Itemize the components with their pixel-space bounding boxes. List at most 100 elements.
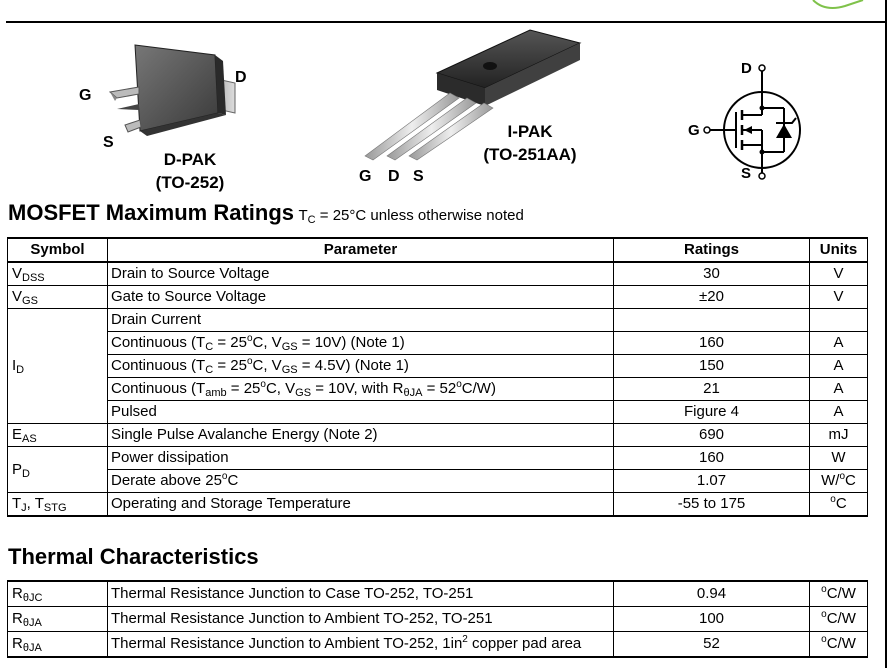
unit-sup: o bbox=[821, 609, 827, 620]
unit-cell: mJ bbox=[809, 423, 868, 447]
ratings-condition: TC = 25°C unless otherwise noted bbox=[298, 207, 524, 226]
symbol-rthja-pad: RθJA bbox=[7, 631, 108, 658]
unit-text-post: C bbox=[845, 472, 856, 489]
unit-cell: oC/W bbox=[809, 631, 868, 658]
dpak-pin-d-label: D bbox=[235, 69, 247, 86]
value-cell bbox=[613, 308, 810, 332]
value-cell: 690 bbox=[613, 423, 810, 447]
thermal-table: RθJC Thermal Resistance Junction to Case… bbox=[7, 580, 868, 658]
unit-cell: A bbox=[809, 377, 868, 401]
table-row: VGS Gate to Source Voltage ±20 V bbox=[7, 285, 868, 309]
dpak-pin-s-label: S bbox=[103, 134, 114, 151]
unit-cell: V bbox=[809, 285, 868, 309]
value-cell: Figure 4 bbox=[613, 400, 810, 424]
param-text-post: C bbox=[227, 472, 239, 489]
symbol-rthja: RθJA bbox=[7, 606, 108, 632]
table-row: RθJC Thermal Resistance Junction to Case… bbox=[7, 580, 868, 607]
header-ratings: Ratings bbox=[613, 237, 810, 263]
symbol-pin-d-label: D bbox=[741, 60, 752, 77]
sym-sub: GS bbox=[22, 295, 38, 307]
symbol-pin-g-label: G bbox=[688, 122, 700, 139]
unit-sup: o bbox=[821, 634, 827, 645]
dpak-code-text: (TO-252) bbox=[155, 173, 225, 192]
unit-text: W/ bbox=[821, 472, 840, 489]
sym-sub: D bbox=[16, 364, 25, 376]
value-cell: 30 bbox=[613, 261, 810, 286]
ipak-pin-g-label: G bbox=[359, 168, 372, 185]
param-cell: Gate to Source Voltage bbox=[107, 285, 614, 309]
param-cell: Continuous (Tamb = 25oC, VGS = 10V, with… bbox=[107, 377, 614, 401]
dpak-pin-g-label: G bbox=[79, 87, 92, 104]
condition-text: = 25°C unless otherwise noted bbox=[315, 207, 524, 224]
ipak-code-text: (TO-251AA) bbox=[483, 145, 577, 164]
param-cell: Operating and Storage Temperature bbox=[107, 492, 614, 517]
mosfet-symbol-icon bbox=[703, 64, 801, 180]
sym-sub: D bbox=[22, 467, 30, 480]
symbol-vgs: VGS bbox=[7, 285, 108, 309]
unit-text: C/W bbox=[826, 610, 856, 627]
value-cell: 160 bbox=[613, 446, 810, 470]
value-cell: 0.94 bbox=[613, 580, 810, 607]
unit-text: C/W bbox=[826, 635, 856, 652]
header-parameter: Parameter bbox=[107, 237, 614, 263]
symbol-id: ID bbox=[7, 308, 108, 424]
sym-text: V bbox=[12, 265, 23, 282]
unit-cell: A bbox=[809, 400, 868, 424]
sym-sub: J bbox=[21, 502, 27, 514]
symbol-vdss: VDSS bbox=[7, 261, 108, 286]
sym-sub: DSS bbox=[22, 272, 45, 284]
sym-sub: AS bbox=[22, 433, 37, 445]
symbol-pin-s-label: S bbox=[741, 165, 752, 182]
header-symbol: Symbol bbox=[7, 237, 108, 263]
value-cell: 1.07 bbox=[613, 469, 810, 493]
ratings-title: MOSFET Maximum Ratings bbox=[8, 200, 295, 225]
unit-text: C bbox=[835, 495, 847, 512]
table-row: Continuous (Tamb = 25oC, VGS = 10V, with… bbox=[8, 377, 868, 401]
sym-sub: θJA bbox=[22, 642, 42, 654]
unit-cell: A bbox=[809, 354, 868, 378]
unit-sup: o bbox=[830, 494, 836, 505]
sym-text: T bbox=[12, 495, 22, 512]
condition-t: T bbox=[298, 207, 308, 224]
table-row: Derate above 25oC 1.07 W/oC bbox=[8, 469, 868, 493]
unit-cell: oC/W bbox=[809, 580, 868, 607]
table-row: RθJA Thermal Resistance Junction to Ambi… bbox=[7, 606, 868, 632]
value-cell: 150 bbox=[613, 354, 810, 378]
unit-text: C/W bbox=[826, 585, 856, 602]
table-row: Continuous (TC = 25oC, VGS = 4.5V) (Note… bbox=[8, 354, 868, 378]
symbol-eas: EAS bbox=[7, 423, 108, 447]
param-cell: Pulsed bbox=[107, 400, 614, 424]
unit-sup: o bbox=[821, 584, 827, 595]
table-row: PD Power dissipation 160 W bbox=[7, 446, 868, 493]
unit-cell: W bbox=[809, 446, 868, 470]
sym-text-2: T bbox=[34, 495, 44, 512]
table-row: RθJA Thermal Resistance Junction to Ambi… bbox=[7, 631, 868, 658]
param-text-post: copper pad area bbox=[467, 635, 582, 652]
ratings-table: Symbol Parameter Ratings Units VDSS Drai… bbox=[7, 237, 868, 517]
sym-text: R bbox=[12, 610, 23, 627]
table-row: TJ, TSTG Operating and Storage Temperatu… bbox=[7, 492, 868, 517]
param-cell: Derate above 25oC bbox=[107, 469, 614, 493]
ipak-pin-s-label: S bbox=[413, 168, 424, 185]
right-rule bbox=[885, 0, 887, 668]
param-text: Derate above 25 bbox=[111, 472, 222, 489]
condition-sub: C bbox=[307, 214, 316, 226]
sym-text: V bbox=[12, 288, 23, 305]
value-cell: 100 bbox=[613, 606, 810, 632]
symbol-rthjc: RθJC bbox=[7, 580, 108, 607]
table-row: ID Drain Current bbox=[7, 308, 868, 424]
value-cell: -55 to 175 bbox=[613, 492, 810, 517]
header-units: Units bbox=[809, 237, 868, 263]
param-sup: 2 bbox=[462, 634, 468, 645]
param-cell: Power dissipation bbox=[107, 446, 614, 470]
unit-cell: V bbox=[809, 261, 868, 286]
param-cell: Drain to Source Voltage bbox=[107, 261, 614, 286]
param-cell: Continuous (TC = 25oC, VGS = 4.5V) (Note… bbox=[107, 354, 614, 378]
sym-sub: θJC bbox=[22, 592, 43, 604]
dpak-name: D-PAK (TO-252) bbox=[130, 148, 250, 194]
table-header-row: Symbol Parameter Ratings Units bbox=[7, 237, 868, 263]
dpak-name-text: D-PAK bbox=[163, 150, 217, 169]
table-row: EAS Single Pulse Avalanche Energy (Note … bbox=[7, 423, 868, 447]
unit-cell: W/oC bbox=[809, 469, 868, 493]
dpak-package-icon bbox=[108, 44, 236, 136]
